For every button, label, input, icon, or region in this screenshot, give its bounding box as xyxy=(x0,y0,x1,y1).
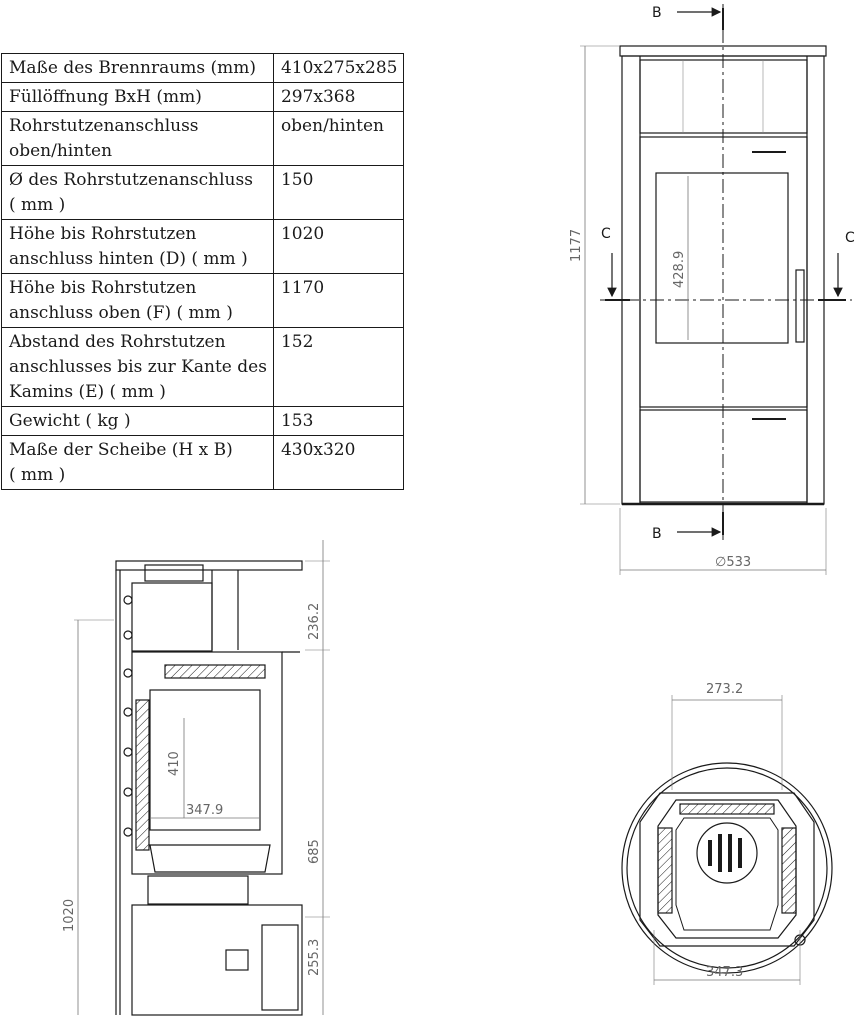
dim-top-width: 273.2 xyxy=(706,682,743,697)
spec-label-line: Höhe bis Rohrstutzen xyxy=(9,278,197,298)
dim-bottom-width: 347.3 xyxy=(706,965,743,980)
section-label-c-left: C xyxy=(601,226,611,242)
spec-value: 152 xyxy=(272,327,405,407)
spec-row: Rohrstutzenanschluss oben/hinten oben/hint… xyxy=(1,111,405,166)
spec-label-line: ( mm ) xyxy=(9,465,66,485)
spec-value: 297x368 xyxy=(272,82,405,112)
section-label-c-right: C xyxy=(845,230,855,246)
spec-label: Höhe bis Rohrstutzen anschluss oben (F) (… xyxy=(1,273,274,328)
spec-value: 1170 xyxy=(272,273,405,328)
spec-label: Maße der Scheibe (H x B) ( mm ) xyxy=(1,435,274,490)
spec-label-line: Gewicht ( kg ) xyxy=(9,411,131,431)
spec-row: Füllöffnung BxH (mm) 297x368 xyxy=(1,82,405,112)
spec-label-line: Ø des Rohrstutzenanschluss xyxy=(9,170,253,190)
spec-label-line: anschluss oben (F) ( mm ) xyxy=(9,303,233,323)
spec-label-line: Kamins (E) ( mm ) xyxy=(9,382,166,402)
dim-bottom-height: 255.3 xyxy=(307,939,322,976)
dim-front-height: 1177 xyxy=(569,229,584,262)
spec-row: Maße der Scheibe (H x B) ( mm )430x320 xyxy=(1,435,405,490)
dim-chamber-depth: 347.9 xyxy=(186,803,223,818)
spec-label-line: anschluss hinten (D) ( mm ) xyxy=(9,249,248,269)
dim-mid-height: 685 xyxy=(307,839,322,864)
spec-label: Ø des Rohrstutzenanschluss ( mm ) xyxy=(1,165,274,220)
front-view xyxy=(580,4,852,575)
dim-total-height: 1020 xyxy=(62,899,77,932)
spec-row: Höhe bis Rohrstutzen anschluss hinten (D)… xyxy=(1,219,405,274)
spec-label-line: oben/hinten xyxy=(9,141,113,161)
spec-value: 410x275x285 xyxy=(272,53,405,83)
top-view xyxy=(621,695,833,985)
spec-value: oben/hinten xyxy=(272,111,405,166)
spec-label-line: Füllöffnung BxH (mm) xyxy=(9,87,202,107)
spec-row: Maße des Brennraums (mm) 410x275x285 xyxy=(1,53,405,83)
spec-value: 430x320 xyxy=(272,435,405,490)
dim-chamber-height: 410 xyxy=(167,751,182,776)
spec-label-line: Höhe bis Rohrstutzen xyxy=(9,224,197,244)
section-view xyxy=(74,540,330,1016)
spec-value: 150 xyxy=(272,165,405,220)
dim-glass-height: 428.9 xyxy=(672,251,687,288)
spec-label-line: Maße des Brennraums (mm) xyxy=(9,58,256,78)
spec-label-line: Maße der Scheibe (H x B) xyxy=(9,440,233,460)
spec-label-line: anschlusses bis zur Kante des xyxy=(9,357,267,377)
dim-top-height: 236.2 xyxy=(307,603,322,640)
spec-label-line: Rohrstutzenanschluss xyxy=(9,116,199,136)
dim-diameter: ∅533 xyxy=(715,555,751,570)
spec-label: Maße des Brennraums (mm) xyxy=(1,53,274,83)
section-label-b-bottom: B xyxy=(652,526,662,542)
spec-label: Abstand des Rohrstutzen anschlusses bis z… xyxy=(1,327,274,407)
spec-row: Ø des Rohrstutzenanschluss ( mm )150 xyxy=(1,165,405,220)
spec-label: Rohrstutzenanschluss oben/hinten xyxy=(1,111,274,166)
section-label-b-top: B xyxy=(652,5,662,21)
spec-value: 153 xyxy=(272,406,405,436)
spec-label-line: Abstand des Rohrstutzen xyxy=(9,332,226,352)
spec-label: Höhe bis Rohrstutzen anschluss hinten (D)… xyxy=(1,219,274,274)
spec-label-line: ( mm ) xyxy=(9,195,66,215)
spec-row: Abstand des Rohrstutzen anschlusses bis z… xyxy=(1,327,405,407)
spec-row: Höhe bis Rohrstutzen anschluss oben (F) (… xyxy=(1,273,405,328)
